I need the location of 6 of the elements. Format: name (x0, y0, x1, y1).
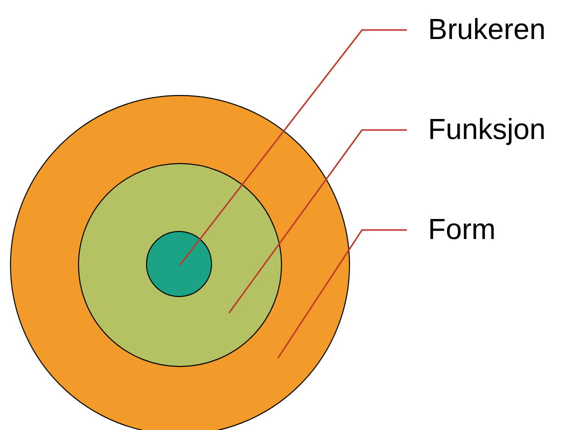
leader-line (179, 29, 407, 266)
part-label: Form (428, 213, 496, 247)
part-label: Funksjon (428, 113, 546, 147)
leader-line (228, 129, 407, 314)
leader-line (277, 229, 407, 358)
part-label: Brukeren (428, 13, 546, 47)
